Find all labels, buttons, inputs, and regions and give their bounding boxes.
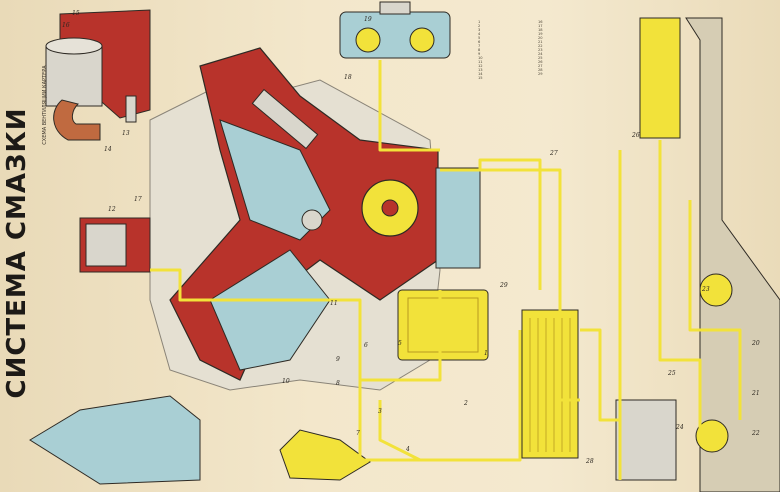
legend-item: 5 bbox=[478, 36, 481, 40]
callout-label: 28 bbox=[586, 458, 594, 465]
legend-item: 4 bbox=[478, 32, 481, 36]
legend-item: 18 bbox=[538, 28, 543, 32]
legend-item: 22 bbox=[538, 44, 543, 48]
legend-item: 28 bbox=[538, 68, 543, 72]
callout-label: 26 bbox=[632, 132, 640, 139]
callout-label: 14 bbox=[104, 146, 112, 153]
legend-item: 20 bbox=[538, 36, 543, 40]
oil-pump-left bbox=[79, 217, 151, 273]
callout-label: 18 bbox=[344, 74, 352, 81]
callout-label: 5 bbox=[398, 340, 402, 347]
legend-item: 12 bbox=[478, 64, 483, 68]
callout-label: 10 bbox=[282, 378, 290, 385]
callout-label: 9 bbox=[336, 356, 340, 363]
legend-item: 7 bbox=[478, 44, 481, 48]
legend-item: 9 bbox=[478, 52, 481, 56]
legend-item: 3 bbox=[478, 28, 481, 32]
injection-pump-top bbox=[339, 1, 451, 59]
callout-label: 11 bbox=[330, 300, 338, 307]
legend-item: 21 bbox=[538, 40, 543, 44]
callout-label: 22 bbox=[752, 430, 760, 437]
callout-label: 1 bbox=[484, 350, 488, 357]
legend-item: 29 bbox=[538, 72, 543, 76]
callout-label: 21 bbox=[752, 390, 760, 397]
callout-label: 16 bbox=[62, 22, 70, 29]
oil-lines bbox=[150, 60, 742, 480]
callout-label: 6 bbox=[364, 342, 368, 349]
legend-list: 1 2 3 4 5 6 7 8 9 10 11 12 13 14 15 16 1… bbox=[478, 20, 608, 140]
crankcase-ventilation-inset bbox=[45, 9, 151, 141]
callout-label: 2 bbox=[464, 400, 468, 407]
callout-label: 24 bbox=[676, 424, 684, 431]
legend-item: 24 bbox=[538, 52, 543, 56]
callout-label: 23 bbox=[702, 286, 710, 293]
callout-label: 27 bbox=[550, 150, 558, 157]
legend-item: 25 bbox=[538, 56, 543, 60]
engine-cutaway bbox=[169, 47, 481, 381]
callout-label: 19 bbox=[364, 16, 372, 23]
legend-item: 1 bbox=[478, 20, 481, 24]
oil-cooler bbox=[521, 309, 579, 459]
callout-label: 25 bbox=[668, 370, 676, 377]
right-oil-tank bbox=[615, 17, 780, 492]
callout-label: 20 bbox=[752, 340, 760, 347]
legend-item: 13 bbox=[478, 68, 483, 72]
injector-assembly bbox=[29, 395, 371, 485]
poster-title: СИСТЕМА СМАЗКИ bbox=[2, 107, 32, 399]
legend-item: 11 bbox=[478, 60, 483, 64]
legend-item: 26 bbox=[538, 60, 543, 64]
legend-item: 10 bbox=[478, 56, 483, 60]
callout-label: 17 bbox=[134, 196, 142, 203]
legend-item: 17 bbox=[538, 24, 543, 28]
legend-item: 16 bbox=[538, 20, 543, 24]
legend-item: 23 bbox=[538, 48, 543, 52]
legend-item: 2 bbox=[478, 24, 481, 28]
legend-item: 8 bbox=[478, 48, 481, 52]
callout-label: 3 bbox=[378, 408, 382, 415]
legend-item: 14 bbox=[478, 72, 483, 76]
callout-label: 4 bbox=[406, 446, 410, 453]
poster-subtitle: СХЕМА ВЕНТИЛЯЦИИ КАРТЕРА bbox=[42, 65, 48, 145]
callout-label: 7 bbox=[356, 430, 360, 437]
legend-item: 15 bbox=[478, 76, 483, 80]
oil-filter bbox=[397, 289, 489, 361]
legend-item: 19 bbox=[538, 32, 543, 36]
legend-item: 6 bbox=[478, 40, 481, 44]
callout-label: 15 bbox=[72, 10, 80, 17]
callout-label: 12 bbox=[108, 206, 116, 213]
legend-item: 27 bbox=[538, 64, 543, 68]
callout-label: 8 bbox=[336, 380, 340, 387]
callout-label: 13 bbox=[122, 130, 130, 137]
callout-label: 29 bbox=[500, 282, 508, 289]
